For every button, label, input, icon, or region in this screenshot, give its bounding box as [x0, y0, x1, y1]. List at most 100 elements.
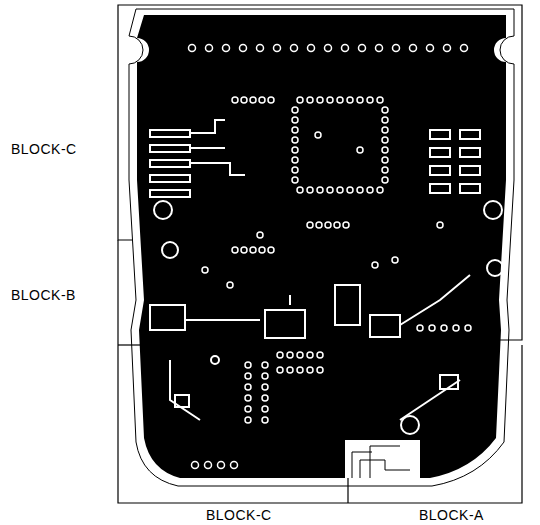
via-hole [357, 187, 363, 193]
via-hole [292, 117, 298, 123]
via-hole [382, 177, 388, 183]
via-hole [307, 222, 313, 228]
via-hole [241, 247, 247, 253]
via-hole [453, 325, 459, 331]
via-hole [192, 462, 199, 469]
via-hole [245, 384, 251, 390]
via-hole [307, 97, 313, 103]
via-hole [292, 107, 298, 113]
via-hole [377, 97, 383, 103]
via-hole [287, 367, 293, 373]
via-hole [382, 127, 388, 133]
via-hole [257, 232, 263, 238]
via-hole [268, 247, 274, 253]
via-hole [429, 325, 435, 331]
via-hole [359, 45, 366, 52]
via-hole [297, 97, 303, 103]
via-hole [317, 367, 323, 373]
via-hole [316, 222, 322, 228]
via-hole [262, 373, 268, 379]
via-hole [308, 45, 315, 52]
via-hole [245, 406, 251, 412]
via-hole [334, 222, 340, 228]
via-hole [240, 45, 247, 52]
via-hole [205, 462, 212, 469]
via-hole [382, 167, 388, 173]
via-hole [262, 395, 268, 401]
block-label: BLOCK-A [418, 507, 485, 523]
smd-pads [150, 120, 480, 420]
via-hole [292, 177, 298, 183]
via-hole [392, 257, 398, 263]
via-hole [277, 367, 283, 373]
via-hole [317, 97, 323, 103]
via-hole [377, 187, 383, 193]
via-hole [441, 325, 447, 331]
via-hole [297, 352, 303, 358]
via-hole [245, 395, 251, 401]
via-hole [382, 117, 388, 123]
board-cutout [345, 440, 420, 478]
via-hole [202, 267, 208, 273]
via-hole [262, 417, 268, 423]
via-hole [291, 45, 298, 52]
block-label: BLOCK-B [10, 287, 77, 303]
via-hole [382, 137, 388, 143]
via-hole [259, 97, 265, 103]
via-hole [327, 187, 333, 193]
via-hole [287, 352, 293, 358]
via-hole [417, 325, 423, 331]
via-hole [315, 132, 321, 138]
via-hole [437, 222, 443, 228]
via-hole [347, 97, 353, 103]
via-hole [337, 187, 343, 193]
via-hole [277, 352, 283, 358]
via-hole [257, 45, 264, 52]
via-hole [357, 97, 363, 103]
via-hole [325, 222, 331, 228]
via-hole [189, 45, 196, 52]
via-hole [343, 222, 349, 228]
via-hole [347, 187, 353, 193]
via-hole [292, 157, 298, 163]
via-hole [223, 45, 230, 52]
via-hole [231, 462, 238, 469]
via-hole [292, 147, 298, 153]
board-outline [129, 9, 514, 486]
via-hole [227, 282, 233, 288]
via-hole [461, 45, 468, 52]
via-hole [307, 367, 313, 373]
via-hole [317, 187, 323, 193]
via-hole [382, 147, 388, 153]
board-copper [137, 15, 506, 478]
block-label: BLOCK-C [10, 141, 78, 157]
via-hole [367, 187, 373, 193]
via-hole [317, 352, 323, 358]
mount-holes [154, 201, 503, 434]
via-hole [376, 45, 383, 52]
block-frame [118, 5, 522, 503]
via-hole [245, 373, 251, 379]
via-hole [393, 45, 400, 52]
via-hole [327, 97, 333, 103]
via-hole [410, 45, 417, 52]
via-hole [245, 362, 251, 368]
via-hole [218, 462, 225, 469]
via-hole [367, 97, 373, 103]
via-hole [232, 247, 238, 253]
via-hole [274, 45, 281, 52]
via-hole [337, 97, 343, 103]
via-hole [372, 262, 378, 268]
via-hole [292, 127, 298, 133]
via-hole [245, 417, 251, 423]
via-hole [325, 45, 332, 52]
via-hole [342, 45, 349, 52]
via-hole [268, 97, 274, 103]
via-hole [297, 367, 303, 373]
via-hole [259, 247, 265, 253]
via-hole [307, 352, 313, 358]
via-hole [465, 325, 471, 331]
via-hole [262, 384, 268, 390]
via-hole [427, 45, 434, 52]
via-hole [382, 157, 388, 163]
